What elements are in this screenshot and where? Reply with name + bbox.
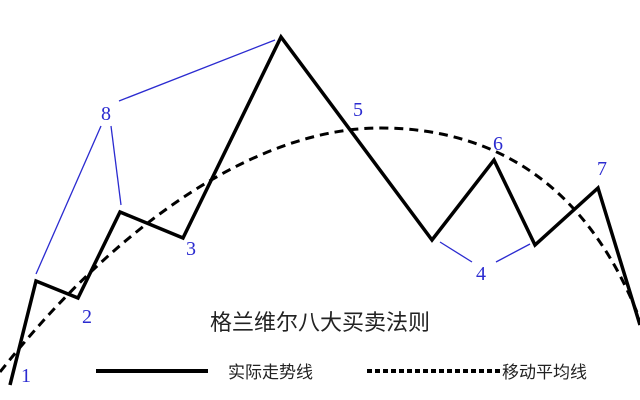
point-label-5: 5 bbox=[353, 99, 363, 121]
legend-actual-label: 实际走势线 bbox=[228, 363, 313, 383]
point-label-8: 8 bbox=[101, 103, 111, 125]
annotation-lines bbox=[35, 39, 531, 275]
point-label-3: 3 bbox=[186, 238, 196, 260]
moving-average-curve bbox=[0, 126, 640, 373]
point-label-4: 4 bbox=[476, 263, 486, 285]
point-label-1: 1 bbox=[21, 365, 31, 387]
point-label-7: 7 bbox=[597, 158, 607, 180]
legend-ma-label: 移动平均线 bbox=[502, 363, 587, 383]
price-line bbox=[8, 33, 640, 386]
point-label-2: 2 bbox=[82, 306, 92, 328]
diagram-title: 格兰维尔八大买卖法则 bbox=[210, 311, 430, 336]
point-label-6: 6 bbox=[493, 133, 503, 155]
